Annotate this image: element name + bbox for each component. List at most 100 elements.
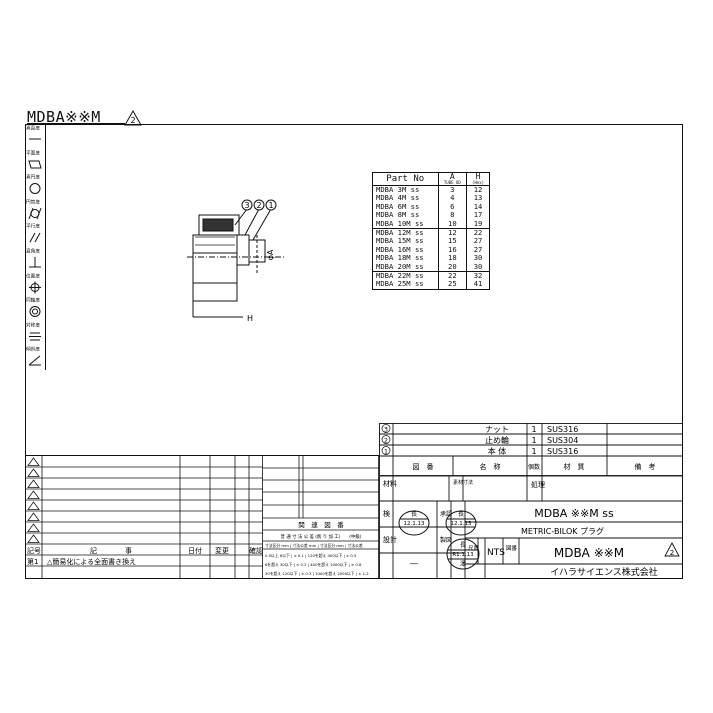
tolerance-symbol-label: 同軸度 [26, 298, 41, 304]
tb-ken: 検 [383, 509, 390, 518]
part-h: 22 [466, 228, 490, 238]
bom-material-1: SUS316 [547, 447, 578, 456]
part-a: 3 [437, 185, 467, 195]
part-number: MDBA 20M ss [376, 261, 424, 271]
rev-row-first-kigo: 第1 [27, 557, 38, 566]
part-a: 8 [437, 210, 467, 220]
flatness-icon [28, 160, 42, 169]
dim-a-label: φA [266, 249, 275, 260]
tb-stamp-name-shonin: 長 [458, 511, 464, 518]
bill-of-materials: 3 2 1 ナット 止め輪 本 体 1 1 1 SUS316 SUS304 SU… [379, 423, 683, 476]
bom-no-3: 3 [384, 426, 388, 434]
part-h: 27 [466, 237, 490, 246]
part-h: 30 [466, 262, 490, 272]
tolerance-symbol-roundness: 真円度 [25, 173, 45, 198]
tol-row-3: 30を超え 120以下 | ± 0.3 | 1000を超え 2000以下 | ±… [265, 571, 369, 576]
part-h: 14 [466, 202, 490, 212]
tol-row-0: 寸法区分 mm | 寸法公差 mm | 寸法区分 mm | 寸法公差 [265, 543, 363, 548]
part-h: 32 [466, 271, 490, 281]
symmetry-icon [29, 332, 41, 341]
drawing-title: MDBA※※M [27, 108, 101, 126]
part-a: 18 [437, 253, 467, 263]
revision-triangle-icon [27, 501, 40, 510]
part-a: 25 [437, 280, 467, 290]
part-a: 15 [437, 237, 467, 246]
tb-stamp-date: R1.1.13 [452, 552, 474, 558]
tb-shori: 処理 [531, 480, 545, 489]
revision-triangle-icon [27, 512, 40, 521]
balloon-3: 3 [244, 201, 249, 210]
tb-zuban: MDBA ※※M [554, 546, 624, 560]
angularity-icon [28, 355, 41, 366]
part-number: MDBA 22M ss [372, 271, 439, 281]
straightness-icon [29, 138, 41, 140]
revision-table: 記号 記 事 日付 変更 確認 第1 △簡易化による全面書き換え [25, 456, 263, 579]
title-block: 材料 素材寸法 処理 検 承認 設計 製図 12.1.13 12.1.13 長 … [379, 476, 683, 579]
title-underline [27, 123, 125, 124]
bom-header-zaishitsu: 材 質 [564, 462, 585, 471]
part-table-header: Part No A TUBE OD H (Hex) [372, 172, 490, 186]
part-h: 17 [466, 210, 490, 220]
part-number: MDBA 4M ss [376, 193, 420, 203]
part-number: MDBA 3M ss [376, 185, 420, 194]
bom-header-meisho: 名 称 [480, 462, 501, 471]
part-a: 10 [437, 219, 467, 229]
bom-header-kosu: 個数 [528, 463, 540, 471]
part-number: MDBA 6M ss [376, 201, 420, 211]
tb-shonin: 承認 [440, 510, 452, 518]
header-h-sub: (Hex) [472, 180, 485, 185]
tolerance-symbol-column: 真直度 平面度 真円度 円筒度 平行度 直角度 位置度 同軸度 対称度 傾斜度 [25, 124, 46, 370]
perpendicularity-icon [29, 256, 41, 268]
related-drawings-block: 関 連 図 番 普 通 寸 法 公 差 (削 り 加 工) (中級) 寸法区分 … [263, 456, 379, 579]
header-part-no: Part No [372, 172, 439, 186]
revision-triangle-icon [27, 490, 40, 499]
rev-col-hiduke: 日付 [188, 546, 202, 555]
tb-sekkei: 設計 [383, 535, 397, 544]
bom-header-biko: 備 考 [635, 462, 656, 471]
related-title: 関 連 図 番 [298, 520, 344, 529]
bom-no-1: 1 [384, 448, 388, 456]
balloon-1: 1 [268, 201, 273, 210]
tb-shonin-date: 12.1.13 [451, 521, 472, 527]
bom-qty-1: 1 [531, 447, 536, 456]
roundness-icon [29, 183, 41, 195]
part-number: MDBA 15M ss [376, 236, 424, 246]
part-a: 4 [437, 193, 467, 203]
position-icon [29, 281, 41, 294]
bom-qty-3: 1 [531, 425, 536, 434]
rev-first-entry: △簡易化による全面書き換え [47, 557, 136, 566]
part-h: 30 [466, 253, 490, 263]
tolerance-symbol-symmetry: 対称度 [25, 321, 45, 346]
part-number: MDBA 10M ss [376, 218, 424, 228]
tb-zuban-label: 図番 [506, 545, 518, 552]
rev-col-kakunin: 確認 [249, 546, 263, 555]
cylindricity-icon [28, 207, 42, 219]
tb-stamp-name2: 澤 [460, 560, 466, 568]
revision-triangle-icon [27, 523, 40, 532]
tb-stamp-name-seizu: 長 [460, 542, 466, 549]
tolerance-symbol-label: 平面度 [26, 150, 41, 156]
tol-title: 普 通 寸 法 公 差 (削 り 加 工) (中級) [281, 533, 362, 540]
bom-no-2: 2 [384, 437, 388, 445]
balloon-2: 2 [256, 201, 261, 210]
part-section-view: 3 2 1 φA H [187, 199, 285, 323]
bom-name-nut: ナット [485, 425, 509, 434]
tolerance-symbol-label: 位置度 [26, 273, 41, 279]
part-h: 12 [466, 185, 490, 195]
rev-col-kiji: 記 事 [90, 546, 132, 555]
tb-stamp-name-ken: 長 [411, 511, 417, 518]
bom-name-body: 本 体 [488, 446, 507, 456]
tolerance-symbol-label: 真直度 [26, 126, 41, 132]
revision-triangle-icon: 2 [124, 110, 142, 126]
header-a: A [449, 172, 455, 181]
tb-shakudo: 尺度 [468, 544, 480, 552]
part-number: MDBA 8M ss [376, 210, 420, 220]
bom-material-3: SUS316 [547, 425, 578, 434]
tb-desc: METRIC-BILOK プラグ [521, 526, 604, 536]
tb-ken-date: 12.1.13 [404, 521, 425, 527]
